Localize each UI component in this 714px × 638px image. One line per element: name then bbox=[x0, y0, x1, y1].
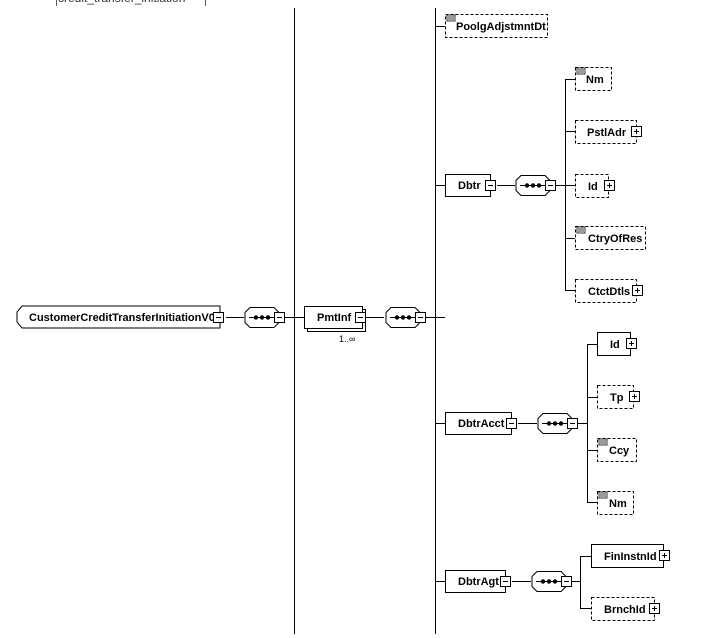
dbtragt-element-box[interactable]: DbtrAgt bbox=[445, 570, 511, 593]
expand-plus-icon[interactable] bbox=[629, 391, 640, 402]
agt-brnchid-element-box[interactable]: BrnchId bbox=[591, 597, 660, 621]
root-element-label: CustomerCreditTransferInitiationV06 bbox=[29, 312, 221, 324]
acct-ccy-element-box[interactable]: Ccy bbox=[597, 438, 637, 462]
expand-plus-icon[interactable] bbox=[632, 285, 643, 296]
agt-fininstnid-label: FinInstnId bbox=[604, 551, 657, 563]
sequence-compositor-icon[interactable] bbox=[531, 571, 572, 592]
acct-tp-label: Tp bbox=[610, 392, 624, 404]
expand-plus-icon[interactable] bbox=[659, 550, 670, 561]
dbtracct-label: DbtrAcct bbox=[458, 418, 505, 430]
acct-ccy-label: Ccy bbox=[609, 445, 630, 457]
pmtinf-cardinality: 1..∞ bbox=[339, 334, 355, 344]
collapse-minus-icon[interactable] bbox=[500, 576, 511, 587]
documentation-icon bbox=[576, 226, 586, 234]
expand-plus-icon[interactable] bbox=[649, 603, 660, 614]
sequence-compositor-icon[interactable] bbox=[244, 307, 285, 328]
dbtracct-element-box[interactable]: DbtrAcct bbox=[445, 412, 517, 435]
dbtragt-label: DbtrAgt bbox=[458, 576, 499, 588]
documentation-icon bbox=[576, 67, 586, 75]
sequence-compositor-icon[interactable] bbox=[385, 307, 426, 328]
acct-tp-element-box[interactable]: Tp bbox=[597, 385, 640, 409]
dbtr-ctctdtls-label: CtctDtls bbox=[588, 286, 630, 298]
expand-plus-icon[interactable] bbox=[631, 126, 642, 137]
fragment-divider-right bbox=[205, 0, 206, 6]
agt-brnchid-label: BrnchId bbox=[604, 604, 646, 616]
acct-nm-element-box[interactable]: Nm bbox=[597, 491, 634, 515]
dbtr-nm-label: Nm bbox=[586, 74, 604, 86]
poolg-label: PoolgAdjstmntDt bbox=[456, 21, 546, 33]
dbtr-ctctdtls-element-box[interactable]: CtctDtls bbox=[575, 279, 643, 303]
documentation-icon bbox=[598, 438, 608, 446]
dbtr-id-label: Id bbox=[588, 181, 598, 193]
fragment-text: credit_transfer_initiation bbox=[58, 0, 185, 5]
expand-plus-icon[interactable] bbox=[604, 180, 615, 191]
dbtr-label: Dbtr bbox=[458, 180, 481, 192]
documentation-icon bbox=[598, 491, 608, 499]
dbtr-pstladr-element-box[interactable]: PstlAdr bbox=[575, 120, 642, 144]
acct-id-element-box[interactable]: Id bbox=[597, 332, 637, 356]
dbtr-element-box[interactable]: Dbtr bbox=[445, 174, 496, 199]
pmtinf-element-box[interactable]: PmtInf 1..∞ bbox=[304, 306, 366, 345]
poolg-element-box[interactable]: PoolgAdjstmntDt bbox=[445, 14, 548, 38]
collapse-minus-icon[interactable] bbox=[213, 312, 224, 323]
top-fragment-bar: credit_transfer_initiation bbox=[0, 0, 714, 6]
root-element-box[interactable]: CustomerCreditTransferInitiationV06 bbox=[16, 305, 224, 329]
fragment-divider-left bbox=[56, 0, 57, 6]
dbtr-ctryofres-label: CtryOfRes bbox=[588, 233, 642, 245]
connectors bbox=[226, 26, 597, 609]
agt-fininstnid-element-box[interactable]: FinInstnId bbox=[591, 544, 670, 568]
pmtinf-label: PmtInf bbox=[317, 312, 352, 324]
dbtr-nm-element-box[interactable]: Nm bbox=[575, 67, 612, 91]
dbtr-ctryofres-element-box[interactable]: CtryOfRes bbox=[575, 226, 646, 250]
dbtr-id-element-box[interactable]: Id bbox=[575, 174, 615, 198]
acct-id-label: Id bbox=[610, 339, 620, 351]
expand-plus-icon[interactable] bbox=[626, 338, 637, 349]
documentation-icon bbox=[446, 14, 456, 22]
sequence-compositor-icon[interactable] bbox=[515, 175, 556, 196]
dbtr-pstladr-label: PstlAdr bbox=[587, 127, 627, 139]
collapse-minus-icon[interactable] bbox=[355, 312, 366, 323]
acct-nm-label: Nm bbox=[609, 498, 627, 510]
sequence-compositor-icon[interactable] bbox=[537, 413, 578, 434]
collapse-minus-icon[interactable] bbox=[485, 180, 496, 191]
collapse-minus-icon[interactable] bbox=[506, 418, 517, 429]
